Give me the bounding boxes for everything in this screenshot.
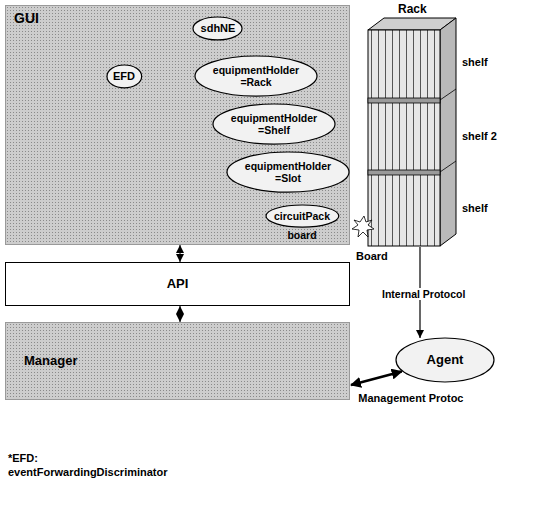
rack-label: Rack xyxy=(398,3,427,17)
gui-panel: GUI sdhNE EFD equipmentHolder =Rack equipmen… xyxy=(5,5,350,245)
ellipse-outline xyxy=(107,65,142,88)
node-text: GUI xyxy=(14,10,39,26)
edge-label: Management Protoc xyxy=(356,392,465,405)
ellipse-outline xyxy=(195,56,317,96)
manager-box: Manager xyxy=(5,322,350,400)
ellipse-outline xyxy=(227,152,349,192)
board-label: Board xyxy=(356,250,388,263)
node-text: board xyxy=(287,229,316,241)
connector xyxy=(180,245,181,262)
ellipse-outline xyxy=(396,338,494,382)
shelf-divider xyxy=(440,161,456,172)
connector xyxy=(351,372,402,385)
shelf-label: shelf 2 xyxy=(462,130,497,143)
object-ellipse: EFD xyxy=(106,64,143,89)
shelf-divider xyxy=(368,98,440,103)
object-ellipse: circuitPack board xyxy=(265,204,340,242)
ellipse-outline xyxy=(213,104,335,144)
rack-side xyxy=(440,18,456,246)
node-text: equipmentHolder =Rack xyxy=(206,64,306,88)
protocol-label: Internal Protocol xyxy=(380,288,467,300)
ellipse-outline xyxy=(193,17,242,40)
node-text: sdhNE xyxy=(201,22,236,35)
node-text: Agent xyxy=(427,353,464,368)
ellipse-outline xyxy=(266,205,339,227)
agent-ellipse: Agent xyxy=(395,337,495,383)
node-text: equipmentHolder =Shelf xyxy=(224,112,324,136)
node-text: circuitPack xyxy=(274,210,330,222)
node-text: API xyxy=(167,277,189,292)
footnote: *EFD: xyxy=(8,452,38,465)
connector xyxy=(180,306,181,322)
object-ellipse: equipmentHolder =Shelf xyxy=(212,103,336,145)
shelf-label: shelf xyxy=(462,202,488,215)
board-burst xyxy=(352,216,374,237)
object-ellipse: sdhNE xyxy=(192,16,243,41)
shelf-divider xyxy=(368,170,440,175)
shelf-divider xyxy=(440,89,456,100)
object-ellipse: equipmentHolder =Rack xyxy=(194,55,318,97)
footnote: eventForwardingDiscriminator xyxy=(8,466,168,479)
object-ellipse: equipmentHolder =Slot xyxy=(226,151,350,193)
node-text: equipmentHolder =Slot xyxy=(238,160,338,184)
rack-front xyxy=(368,30,440,246)
node-text: Manager xyxy=(24,354,77,369)
api-box: API xyxy=(5,262,350,306)
shelf-label: shelf xyxy=(462,56,488,69)
node-text: EFD xyxy=(113,70,135,83)
